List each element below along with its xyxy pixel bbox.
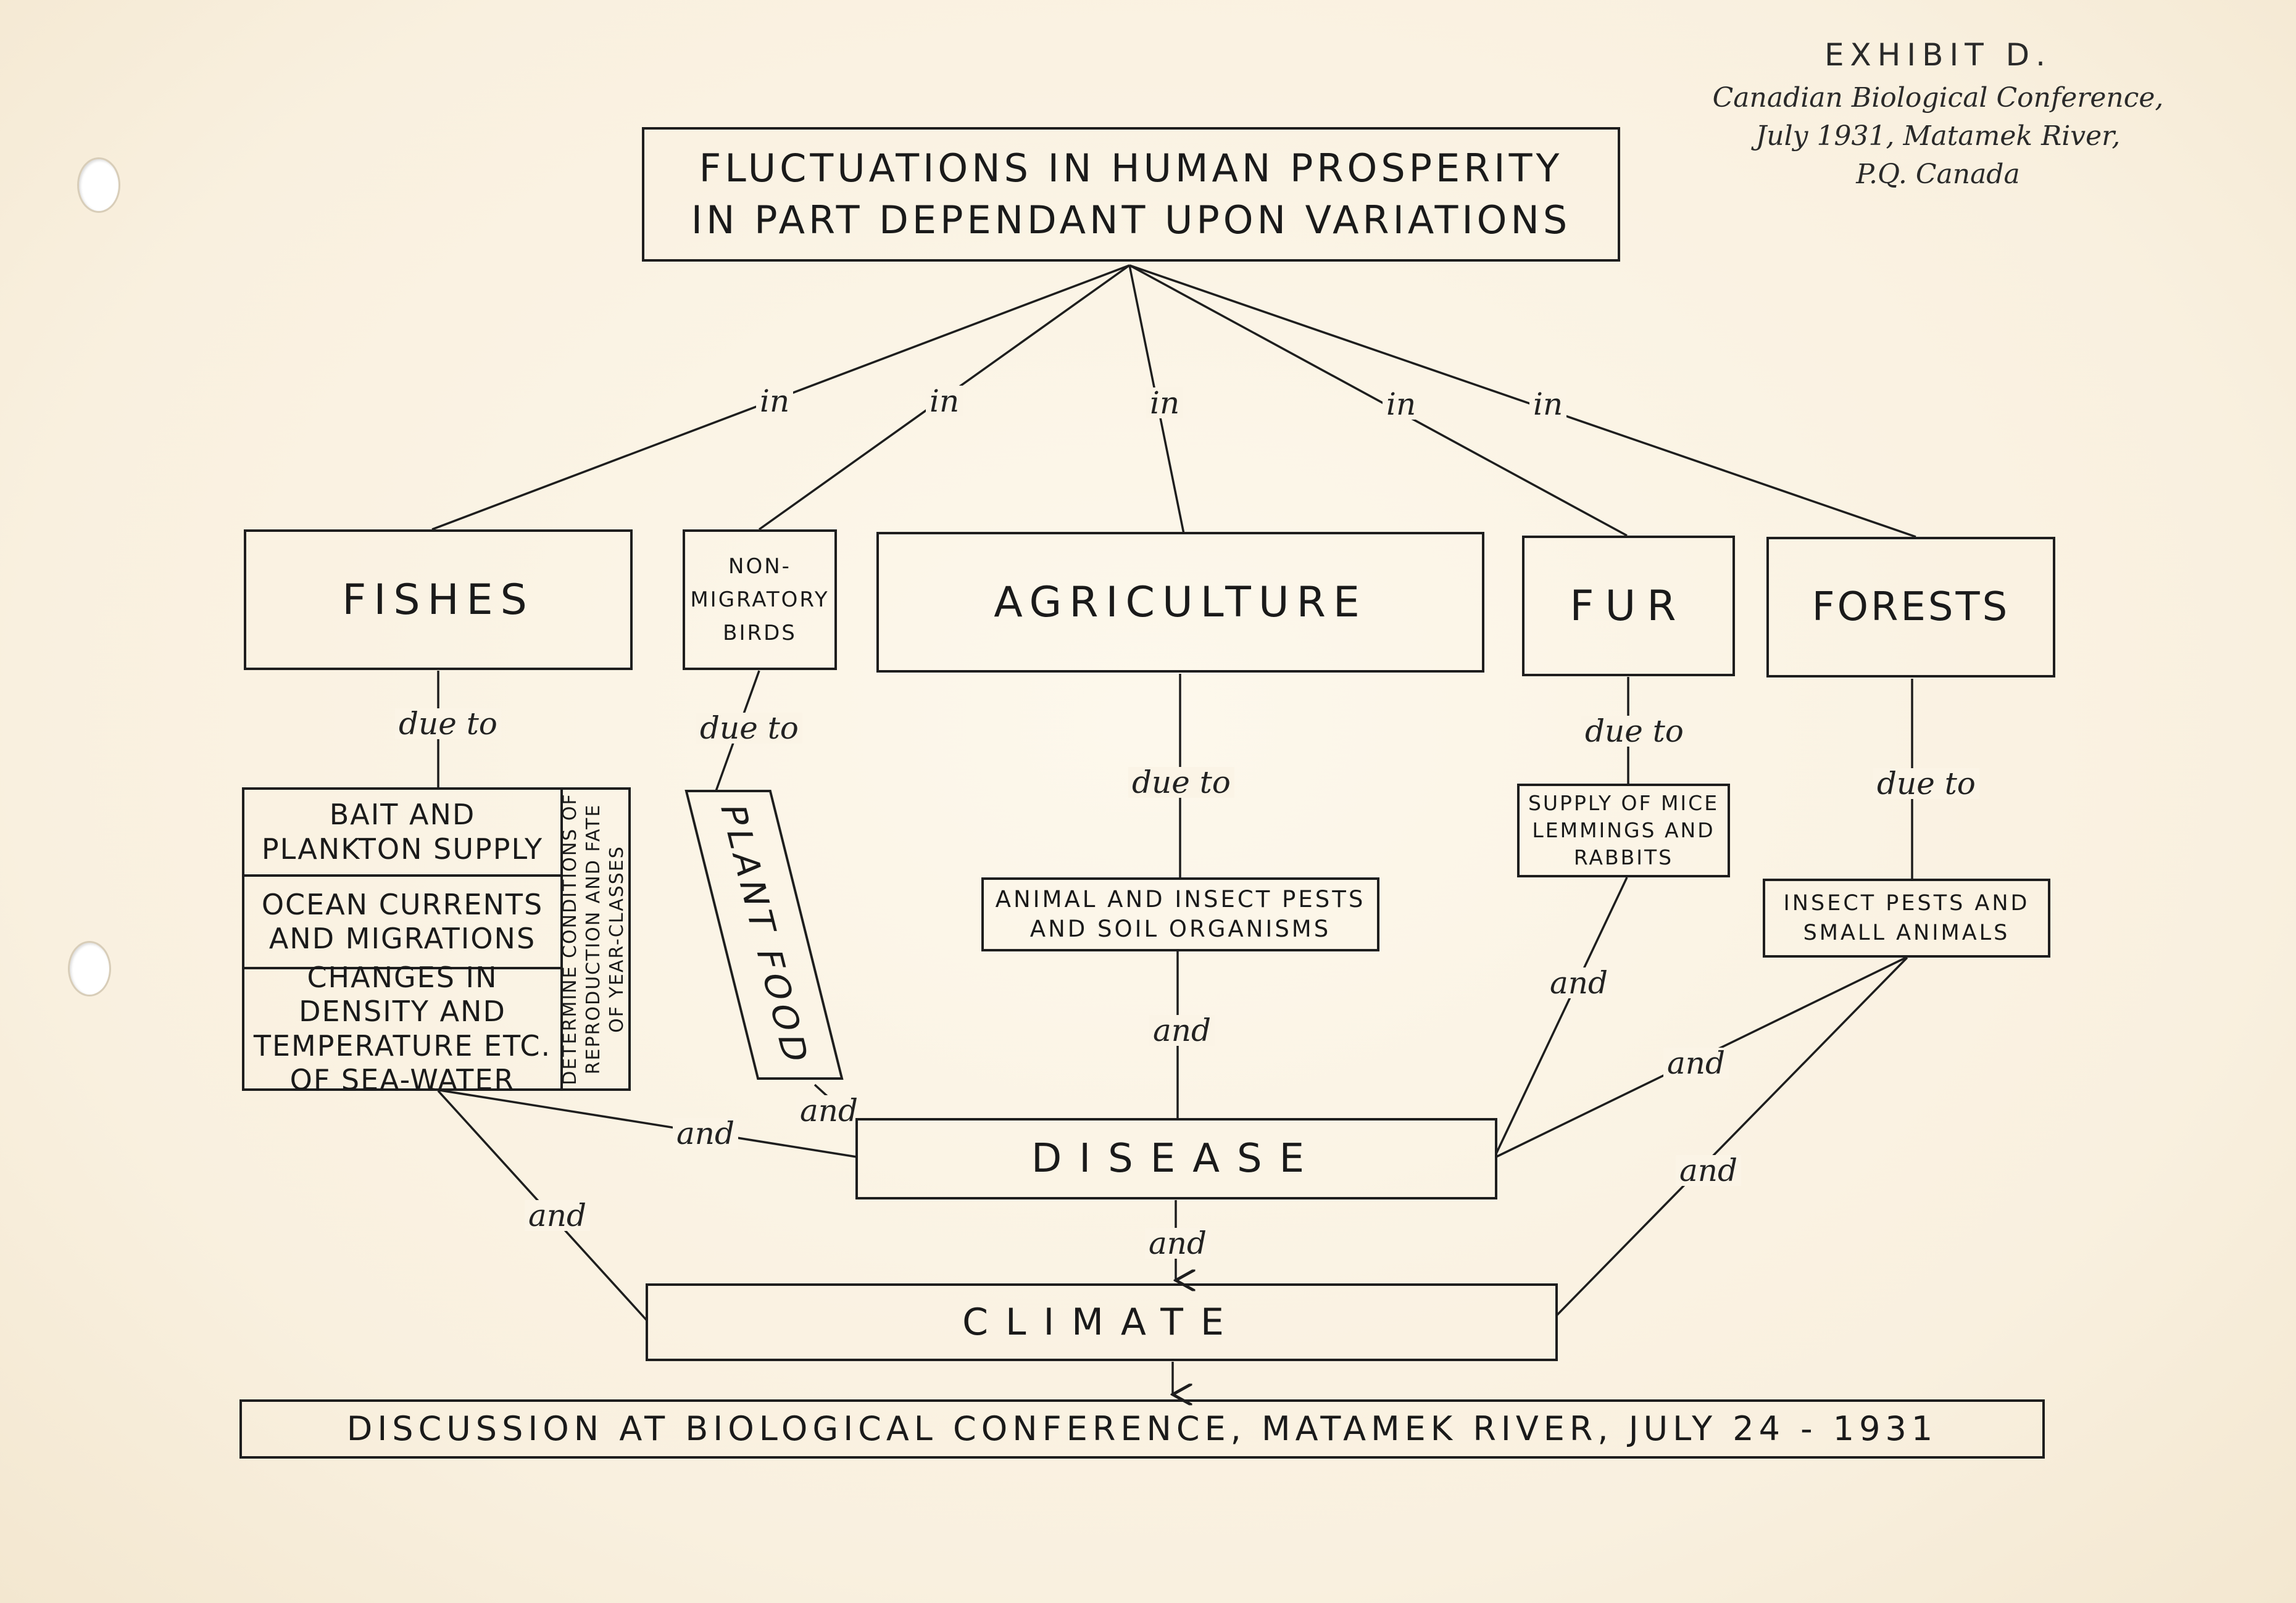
exhibit-line-2: July 1931, Matamek River, — [1755, 120, 2121, 152]
fish-factors-box: BAIT AND PLANKTON SUPPLY OCEAN CURRENTS … — [242, 787, 631, 1096]
agri-pests-box: ANIMAL AND INSECT PESTS AND SOIL ORGANIS… — [981, 877, 1379, 951]
disease-box: DISEASE — [855, 1118, 1497, 1199]
climate-label: CLIMATE — [962, 1300, 1241, 1344]
punch-hole-top — [77, 157, 120, 213]
label-in-agriculture: in — [1146, 387, 1184, 418]
punch-hole-bottom — [68, 941, 111, 996]
exhibit-note: EXHIBIT D. Canadian Biological Conferenc… — [1660, 37, 2216, 194]
birds-line-3: BIRDS — [723, 621, 797, 645]
forests-label: FORESTS — [1811, 584, 2010, 630]
fur-supply-line-1: SUPPLY OF MICE — [1528, 791, 1720, 815]
footer-box: DISCUSSION AT BIOLOGICAL CONFERENCE, MAT… — [239, 1399, 2045, 1459]
agriculture-box: AGRICULTURE — [876, 532, 1484, 673]
label-due-to-fur: due to — [1581, 716, 1687, 747]
fur-supply-box: SUPPLY OF MICE LEMMINGS AND RABBITS — [1517, 784, 1730, 877]
sea-water-text: CHANGES IN DENSITY AND TEMPERATURE ETC. … — [253, 961, 552, 1096]
prosperity-line-2: IN PART DEPENDANT UPON VARIATIONS — [691, 197, 1571, 242]
birds-line-1: NON- — [728, 554, 791, 579]
agriculture-label: AGRICULTURE — [994, 578, 1367, 627]
label-and-forest-climate: and — [1676, 1155, 1742, 1186]
fur-label: FUR — [1570, 581, 1687, 631]
label-due-to-fishes: due to — [395, 708, 501, 739]
line-top-forests — [1129, 264, 1916, 538]
forest-insects-line-1: INSECT PESTS AND — [1783, 891, 2030, 916]
sea-water-cell: CHANGES IN DENSITY AND TEMPERATURE ETC. … — [244, 961, 560, 1096]
forests-box: FORESTS — [1766, 537, 2055, 677]
label-and-fish-climate: and — [525, 1200, 591, 1231]
determine-conditions-text: DETERMINE CONDITIONS OF REPRODUCTION AND… — [559, 793, 628, 1085]
label-in-fishes: in — [756, 386, 794, 416]
forest-insects-box: INSECT PESTS AND SMALL ANIMALS — [1763, 879, 2050, 958]
line-top-fur — [1129, 264, 1628, 537]
fur-supply-line-2: LEMMINGS AND — [1532, 818, 1715, 842]
agri-pests-line-1: ANIMAL AND INSECT PESTS — [995, 886, 1366, 913]
line-supply-disease — [1495, 877, 1628, 1154]
prosperity-line-1: FLUCTUATIONS IN HUMAN PROSPERITY — [699, 146, 1563, 191]
forest-insects-line-2: SMALL ANIMALS — [1803, 921, 2010, 945]
ocean-currents-text: OCEAN CURRENTS AND MIGRATIONS — [261, 887, 544, 955]
label-due-to-forests: due to — [1873, 768, 1979, 799]
fishes-box: FISHES — [244, 529, 633, 670]
exhibit-line-1: Canadian Biological Conference, — [1712, 82, 2164, 114]
climate-box: CLIMATE — [646, 1283, 1558, 1361]
label-and-fish-disease: and — [673, 1118, 739, 1149]
exhibit-line-3: P.Q. Canada — [1856, 159, 2020, 190]
label-due-to-agriculture: due to — [1128, 767, 1234, 798]
label-in-forests: in — [1529, 389, 1567, 420]
label-and-fur-disease: and — [1546, 967, 1612, 998]
label-in-birds: in — [926, 386, 963, 416]
ocean-currents-cell: OCEAN CURRENTS AND MIGRATIONS — [244, 874, 560, 967]
fur-box: FUR — [1522, 536, 1735, 676]
prosperity-box: FLUCTUATIONS IN HUMAN PROSPERITY IN PART… — [642, 127, 1620, 262]
determine-conditions-column: DETERMINE CONDITIONS OF REPRODUCTION AND… — [559, 790, 628, 1088]
label-in-fur: in — [1383, 389, 1420, 420]
line-fishfactors-disease — [431, 1088, 857, 1158]
label-and-disease-climate: and — [1145, 1228, 1211, 1259]
agri-pests-line-2: AND SOIL ORGANISMS — [1029, 916, 1331, 942]
fur-supply-line-3: RABBITS — [1573, 845, 1674, 869]
birds-line-2: MIGRATORY — [690, 587, 830, 612]
label-due-to-birds: due to — [696, 713, 802, 744]
birds-box: NON- MIGRATORY BIRDS — [683, 529, 837, 670]
line-insects-climate — [1555, 956, 1908, 1317]
disease-label: DISEASE — [1031, 1136, 1322, 1182]
fishes-label: FISHES — [342, 575, 534, 624]
label-and-plantfood-disease: and — [796, 1095, 862, 1126]
exhibit-label: EXHIBIT D. — [1824, 37, 2052, 73]
label-and-agri-disease: and — [1149, 1015, 1215, 1046]
label-and-forest-disease: and — [1663, 1048, 1729, 1079]
bait-plankton-cell: BAIT AND PLANKTON SUPPLY — [244, 790, 560, 874]
footer-text: DISCUSSION AT BIOLOGICAL CONFERENCE, MAT… — [346, 1409, 1938, 1449]
bait-plankton-text: BAIT AND PLANKTON SUPPLY — [261, 798, 544, 866]
